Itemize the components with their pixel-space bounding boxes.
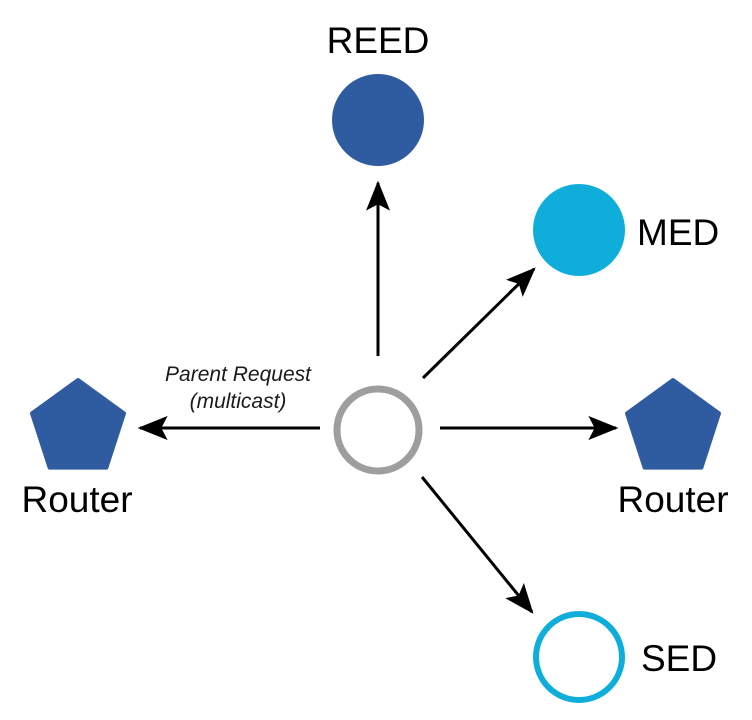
edge-group [137, 180, 619, 614]
router-right-label: Router [617, 479, 728, 520]
sed-circle-icon[interactable] [533, 611, 625, 703]
med-label: MED [637, 212, 719, 253]
router-left-node[interactable]: Router [21, 378, 133, 520]
reed-circle-icon[interactable] [332, 74, 424, 166]
parent-request-label-line2: (multicast) [190, 390, 287, 413]
edge-to-sed [420, 476, 534, 614]
parent-request-label-line1: Parent Request [165, 363, 312, 386]
med-circle-icon[interactable] [533, 184, 625, 276]
joining-device-node[interactable] [333, 385, 423, 475]
joining-device-circle-icon[interactable] [333, 385, 423, 475]
sed-node[interactable]: SED [533, 611, 717, 703]
med-node[interactable]: MED [533, 184, 719, 276]
edge-to-med [421, 267, 536, 380]
reed-node[interactable]: REED [327, 20, 430, 166]
router-left-pentagon-icon[interactable] [30, 378, 126, 470]
parent-request-label: Parent Request (multicast) [165, 363, 312, 413]
router-left-label: Router [21, 479, 132, 520]
router-right-node[interactable]: Router [617, 378, 729, 520]
router-right-pentagon-icon[interactable] [625, 378, 721, 470]
sed-label: SED [641, 638, 717, 679]
reed-label: REED [327, 20, 430, 61]
